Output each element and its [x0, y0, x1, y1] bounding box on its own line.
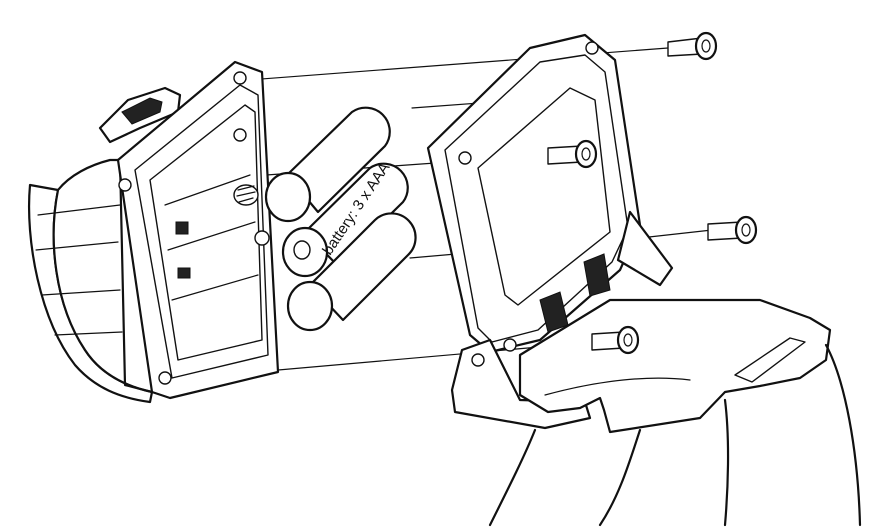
- battery-middle-terminal: [293, 240, 311, 260]
- housing-groove-2: [35, 241, 119, 251]
- screw-bottom-head: [616, 325, 640, 355]
- housing-screw-boss-top: [233, 71, 247, 85]
- screw-right-head: [734, 215, 758, 245]
- housing-screw-boss-bottom: [158, 371, 172, 385]
- lid-recessed-panel: [477, 87, 611, 306]
- strap-left-edge: [488, 428, 537, 527]
- screw-right: [707, 215, 758, 245]
- headlamp-housing: [27, 60, 280, 404]
- housing-groove-4: [54, 331, 123, 336]
- lid-screw-hole-bottom: [503, 338, 517, 352]
- compartment-rib-2: [167, 221, 256, 251]
- battery-top: [264, 106, 391, 223]
- compartment-rib-3: [171, 274, 259, 301]
- screw-top-socket: [701, 39, 711, 53]
- housing-screw-boss-inner: [233, 128, 247, 142]
- spring-coils: [236, 185, 256, 203]
- strap-right-inner: [723, 398, 730, 527]
- screw-left-upper-head: [574, 139, 598, 169]
- battery-top-end: [264, 171, 312, 223]
- battery-bottom: [286, 212, 417, 332]
- battery-middle: [281, 162, 409, 278]
- battery-middle-body: [303, 162, 409, 268]
- polarity-mark-2: [177, 267, 191, 279]
- mount-bracket-right: [616, 210, 674, 287]
- bracket-pivot-hole: [471, 353, 485, 367]
- lid-screw-hole-top: [585, 41, 599, 55]
- clip-edge-detail: [544, 377, 691, 396]
- strap-slot: [734, 337, 806, 383]
- spring-contact: [233, 184, 259, 206]
- polarity-mark-1: [175, 221, 189, 235]
- screw-bottom: [591, 325, 640, 355]
- batteries: battery: 3 x AAA: [264, 106, 417, 332]
- strap-left-inner: [598, 428, 642, 527]
- screw-top: [667, 31, 718, 61]
- battery-bottom-body: [308, 212, 417, 322]
- compartment-rib-1: [164, 174, 251, 206]
- battery-bottom-end: [286, 280, 334, 332]
- housing-groove-1: [37, 204, 121, 216]
- battery-top-body: [285, 106, 391, 214]
- battery-compartment-inner: [149, 104, 263, 361]
- flat-contact: [254, 230, 270, 246]
- screw-top-head: [694, 31, 718, 61]
- leader-line-right: [639, 229, 713, 239]
- screw-left-upper: [547, 139, 598, 169]
- leader-line-battery-mid: [409, 253, 457, 259]
- strap-right-edge: [824, 343, 862, 527]
- screw-bottom-socket: [623, 333, 633, 347]
- power-switch-button: [121, 97, 163, 125]
- lid-screw-hole-left: [458, 151, 472, 165]
- housing-groove-3: [41, 289, 121, 296]
- lid-clip-right: [583, 253, 611, 297]
- screw-left-upper-socket: [581, 147, 591, 161]
- screw-right-socket: [741, 223, 751, 237]
- housing-screw-boss-left: [118, 178, 132, 192]
